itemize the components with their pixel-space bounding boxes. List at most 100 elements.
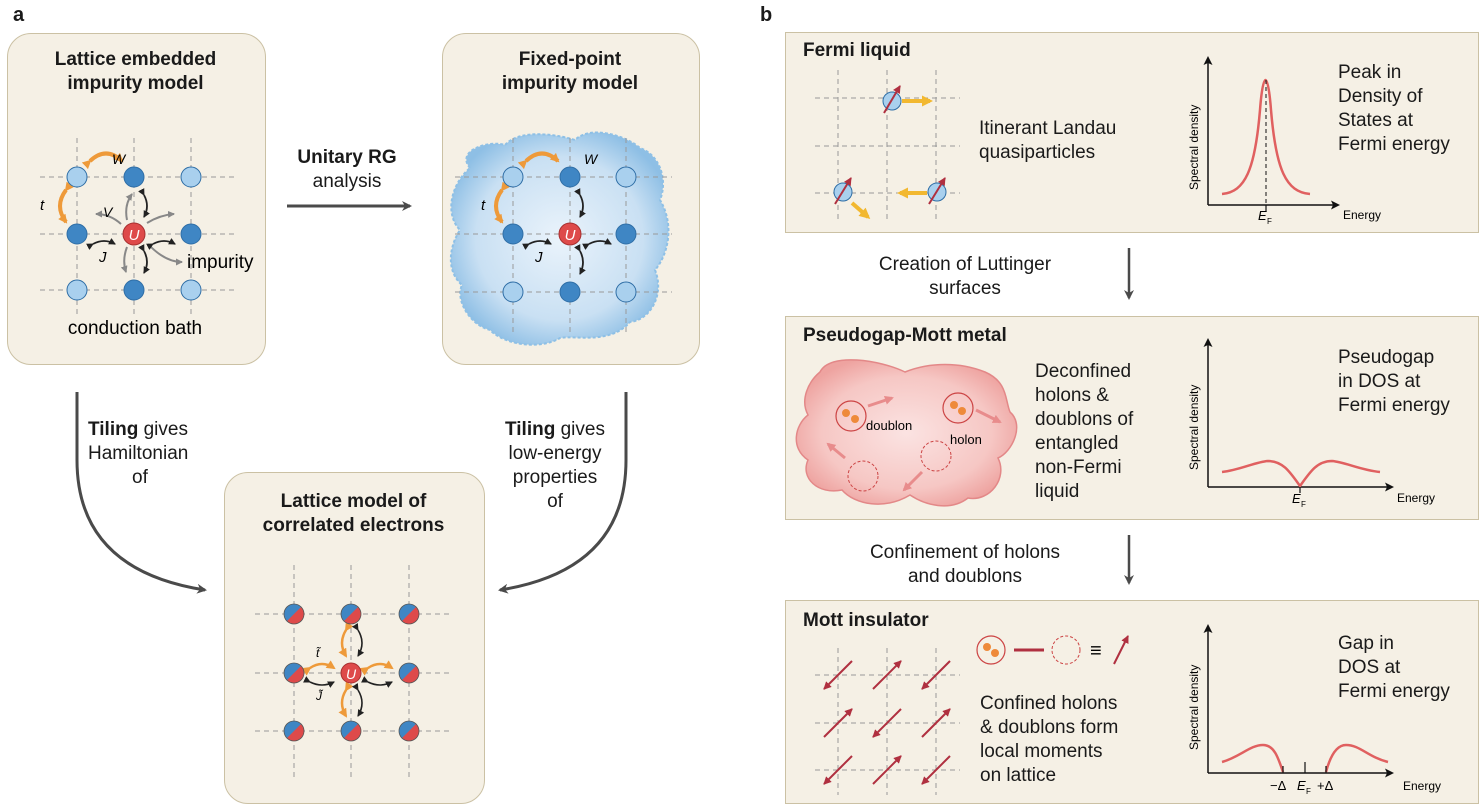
tiling-right-line3: properties xyxy=(512,467,598,488)
pseudo-ef: E xyxy=(1292,491,1301,506)
t-label: t xyxy=(40,197,45,214)
lattice-model-title: Lattice model of correlated electrons xyxy=(224,490,483,538)
box1-sites xyxy=(66,166,202,301)
mott-ef-sub: F xyxy=(1306,787,1311,796)
pseudo-ef-sub: F xyxy=(1301,500,1306,509)
mott-ylabel: Spectral density xyxy=(1187,665,1201,750)
box3-title-line1: Lattice model of xyxy=(280,491,427,512)
t-tilde-label: t̃ xyxy=(316,645,321,660)
fermi-desc: Itinerant Landau quasiparticles xyxy=(979,117,1116,165)
holon-label: holon xyxy=(950,432,982,447)
w-hopping-arrow xyxy=(81,151,124,170)
t-tilde-arrows xyxy=(301,621,394,718)
mott-dos-line3: Fermi energy xyxy=(1338,681,1450,702)
tiling-right-bold: Tiling xyxy=(505,419,556,440)
fermi-dos-desc: Peak in Density of States at Fermi energ… xyxy=(1338,61,1450,157)
box3-title-line2: correlated electrons xyxy=(262,515,445,536)
pseudogap-cloud xyxy=(795,359,1018,507)
fermi-ef-sub: F xyxy=(1267,217,1272,226)
mott-dos-desc: Gap in DOS at Fermi energy xyxy=(1338,632,1450,704)
w2-label: W xyxy=(584,151,599,167)
j-tilde-label: J̃ xyxy=(315,688,324,703)
fermi-ylabel: Spectral density xyxy=(1187,105,1201,190)
step1-line1: Creation of Luttinger xyxy=(878,254,1052,275)
embedded-impurity-title: Lattice embedded impurity model xyxy=(7,48,264,96)
rg-rest: analysis xyxy=(312,171,382,192)
step2-line1: Confinement of holons xyxy=(869,542,1061,563)
mott-desc-line: local moments xyxy=(980,741,1103,762)
pseudo-dos-line1: Pseudogap xyxy=(1338,347,1435,368)
mott-ef: E xyxy=(1297,778,1306,793)
box2-sites xyxy=(502,166,637,303)
tiling-right-line4: of xyxy=(547,491,563,512)
mott-desc-line: Confined holons xyxy=(980,693,1118,714)
fermi-desc-line1: Itinerant Landau xyxy=(979,118,1117,139)
fermi-liquid-title: Fermi liquid xyxy=(803,40,911,61)
tiling-right-rest: gives xyxy=(555,419,605,440)
pseudo-desc: Deconfined holons & doublons of entangle… xyxy=(1035,360,1133,504)
tiling-right-label: Tiling gives low-energy properties of xyxy=(495,418,615,514)
pseudo-xlabel: Energy xyxy=(1397,491,1435,505)
plus-delta-label: +Δ xyxy=(1317,778,1334,793)
mott-desc: Confined holons & doublons form local mo… xyxy=(980,692,1118,788)
minus-delta-label: −Δ xyxy=(1270,778,1287,793)
center-site-3 xyxy=(340,662,362,684)
t2-hopping-arrow xyxy=(494,181,510,224)
pseudo-desc-line: liquid xyxy=(1035,481,1080,502)
impurity-site xyxy=(122,222,146,246)
mott-desc-line: & doublons form xyxy=(980,717,1119,738)
mott-xlabel: Energy xyxy=(1403,779,1441,793)
tiling-right-arrow xyxy=(498,392,628,594)
rg-bold: Unitary RG xyxy=(297,147,397,168)
mott-dos-line1: Gap in xyxy=(1338,633,1394,654)
impurity-site-2 xyxy=(558,222,582,246)
doublon-label: doublon xyxy=(866,418,912,433)
u3-label: U xyxy=(346,666,357,682)
holon-doublon-particles xyxy=(826,392,1002,492)
v-label: V xyxy=(103,204,114,220)
tiling-left-line3: of xyxy=(132,467,148,488)
mott-legend xyxy=(976,635,1129,665)
step1-label: Creation of Luttinger surfaces xyxy=(860,253,1070,301)
w2-hopping-arrow xyxy=(517,151,560,170)
fermi-xlabel: Energy xyxy=(1343,208,1381,222)
j2-label: J xyxy=(534,249,543,266)
tiling-left-label: Tiling gives Hamiltonian of xyxy=(88,418,228,490)
step2-line2: and doublons xyxy=(907,566,1023,587)
mott-title: Mott insulator xyxy=(803,610,929,631)
fermi-dos-line2: Density of xyxy=(1338,86,1423,107)
step2-label: Confinement of holons and doublons xyxy=(855,541,1075,589)
tiling-right-line2: low-energy xyxy=(508,443,602,464)
j-exchange-arrows xyxy=(86,188,176,274)
panel-b-letter: b xyxy=(760,4,773,26)
pseudo-desc-line: doublons of xyxy=(1035,409,1134,430)
equiv-symbol: ≡ xyxy=(1090,640,1102,662)
tiling-left-rest: gives xyxy=(138,419,188,440)
pseudo-desc-line: entangled xyxy=(1035,433,1119,454)
fermi-ef: E xyxy=(1258,208,1267,223)
embedded-impurity-box xyxy=(7,33,266,365)
impurity-label: impurity xyxy=(187,252,254,273)
pseudo-ylabel: Spectral density xyxy=(1187,385,1201,470)
mott-desc-line: on lattice xyxy=(980,765,1057,786)
u2-label: U xyxy=(565,227,576,244)
mott-dos-plot xyxy=(1203,624,1394,778)
pseudo-dos-line2: in DOS at xyxy=(1338,371,1421,392)
fermi-dos-line3: States at xyxy=(1338,110,1413,131)
j-tilde-arrows xyxy=(303,623,393,717)
step1-line2: surfaces xyxy=(929,278,1001,299)
fermi-dos-plot xyxy=(1203,56,1340,211)
pseudogap-title: Pseudogap-Mott metal xyxy=(803,325,1007,346)
fermi-dos-line4: Fermi energy xyxy=(1338,134,1450,155)
box3-sites xyxy=(283,603,420,742)
u-label: U xyxy=(129,227,140,244)
box2-title-line1: Fixed-point xyxy=(518,49,622,70)
pseudo-dos-line3: Fermi energy xyxy=(1338,395,1450,416)
j-label: J xyxy=(98,249,107,266)
box1-title-line2: impurity model xyxy=(67,73,204,94)
rg-label: Unitary RG analysis xyxy=(282,146,412,194)
quasiparticles xyxy=(833,85,947,219)
fixed-point-title: Fixed-point impurity model xyxy=(442,48,698,96)
tiling-left-arrow xyxy=(75,392,207,594)
